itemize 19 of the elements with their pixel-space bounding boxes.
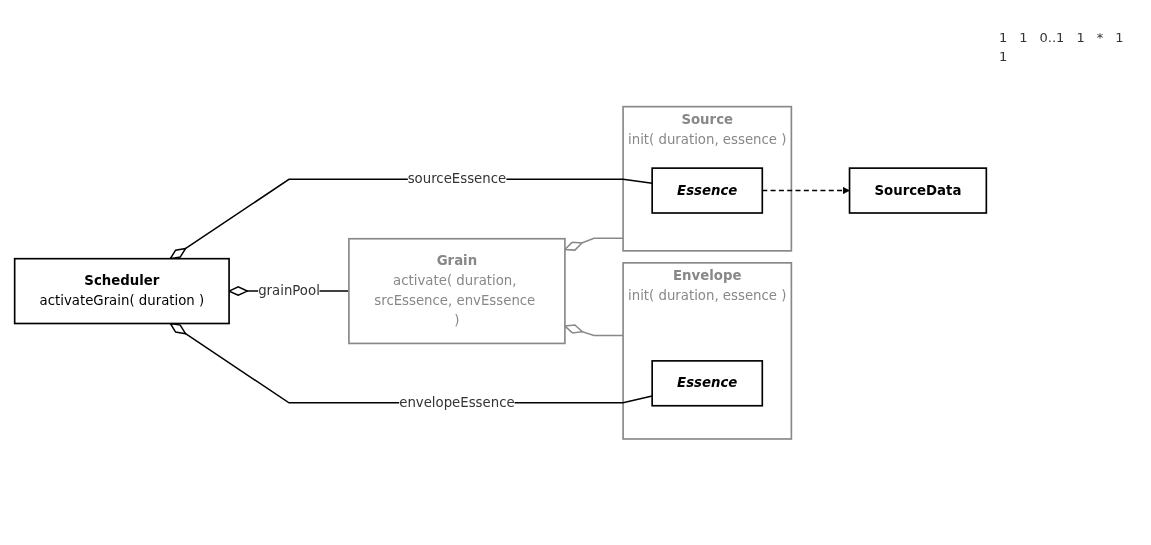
node-box: Essence — [651, 167, 764, 214]
edge-label: envelopeEssence — [399, 394, 515, 410]
node-box: Scheduler activateGrain( duration ) — [13, 257, 230, 324]
multiplicity-label: * — [1096, 30, 1104, 45]
multiplicity-label: 1 — [999, 30, 1008, 45]
multiplicity-label: 1 — [999, 49, 1008, 64]
edge-label: grainPool — [258, 282, 320, 299]
connector — [169, 178, 653, 260]
connector — [564, 323, 624, 336]
edge-label: sourceEssence — [407, 170, 507, 187]
connector — [169, 322, 653, 404]
multiplicity-label: 1 — [1019, 30, 1028, 45]
multiplicity-label: 0..1 — [1039, 30, 1065, 45]
node-box: SourceData — [848, 167, 988, 214]
node-box: Essence — [651, 359, 764, 407]
node-box: Grain activate( duration, srcEssence, envEssence ) — [348, 237, 566, 344]
multiplicity-label: 1 — [1076, 30, 1085, 45]
multiplicity-label: 1 — [1115, 30, 1124, 45]
connector — [564, 237, 624, 251]
